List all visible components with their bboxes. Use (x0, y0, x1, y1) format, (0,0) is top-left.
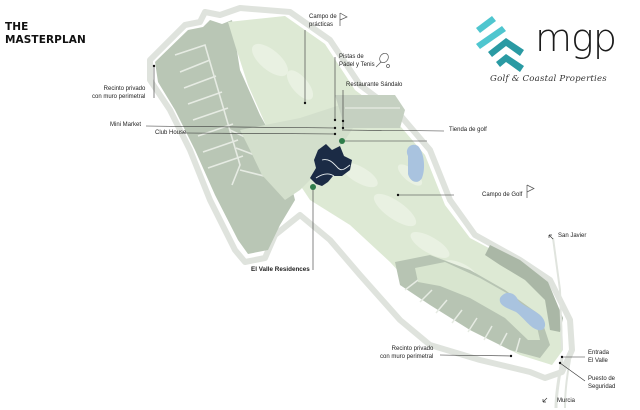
page-title: THE MASTERPLAN (5, 21, 86, 47)
flag-icon (526, 184, 535, 198)
brand-name: mgp (535, 16, 617, 60)
el-valle-residences-marker (310, 184, 316, 190)
label-recinto-norte: Recinto privado con muro perimetral (92, 86, 146, 100)
plot-grid-west (174, 43, 273, 186)
sports-area (335, 95, 405, 128)
brand-tagline: Golf & Coastal Properties (490, 74, 607, 84)
label-entrada: Entrada El Valle (588, 350, 610, 364)
lake-north (406, 144, 425, 182)
residential-zone-west (155, 20, 295, 254)
label-el-valle-residences: El Valle Residences (251, 266, 310, 273)
label-pistas-padel: Pistas de Pádel y Tenis (339, 54, 375, 68)
central-plaza (240, 105, 365, 200)
marker-dots (152, 64, 564, 365)
label-campo-golf: Campo de Golf (482, 192, 523, 198)
title-line-2: MASTERPLAN (5, 34, 86, 46)
arrow-up-left-icon (548, 234, 554, 240)
flag-icon (339, 12, 348, 26)
label-campo-practicas: Campo de prácticas (309, 14, 337, 28)
racket-icon (375, 52, 390, 68)
label-club-house: Club House (155, 130, 187, 136)
label-murcia: Murcia (557, 398, 576, 404)
residential-zone-east (485, 245, 563, 332)
label-tienda-golf: Tienda de golf (449, 127, 487, 133)
residential-zone-south-inner (415, 262, 540, 340)
leader-lines (145, 30, 586, 382)
label-puesto-seguridad: Puesto de Seguridad (588, 376, 616, 390)
plot-grid-south (404, 279, 521, 353)
label-restaurante: Restaurante Sándalo (346, 82, 403, 88)
lake-south (499, 292, 546, 331)
tienda-golf-marker (339, 138, 345, 144)
label-mini-market: Mini Market (110, 122, 142, 128)
road-murcia (554, 357, 564, 409)
road-san-javier (552, 237, 563, 351)
title-line-1: THE (5, 21, 29, 33)
mgp-logo-icon (476, 16, 524, 72)
label-recinto-sur: Recinto privado con muro perimetral (380, 346, 434, 360)
label-san-javier: San Javier (558, 233, 587, 239)
arrow-down-left-icon (542, 397, 548, 403)
